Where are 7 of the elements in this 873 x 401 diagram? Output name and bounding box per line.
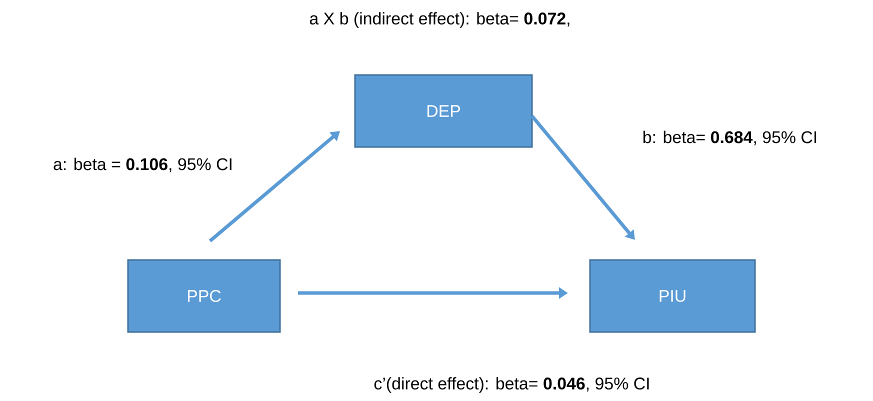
process-box: DEP bbox=[354, 74, 533, 148]
edge-label: c’(direct effect): beta= 0.046, 95% CI bbox=[374, 377, 649, 393]
process-box: PPC bbox=[127, 259, 281, 333]
edge-label: b: beta= 0.684, 95% CI bbox=[643, 130, 816, 146]
effect-label: a X b (indirect effect): beta= 0.072, bbox=[310, 12, 570, 28]
process-box: PIU bbox=[589, 259, 756, 333]
edge-label: a: beta = 0.106, 95% CI bbox=[54, 158, 232, 172]
